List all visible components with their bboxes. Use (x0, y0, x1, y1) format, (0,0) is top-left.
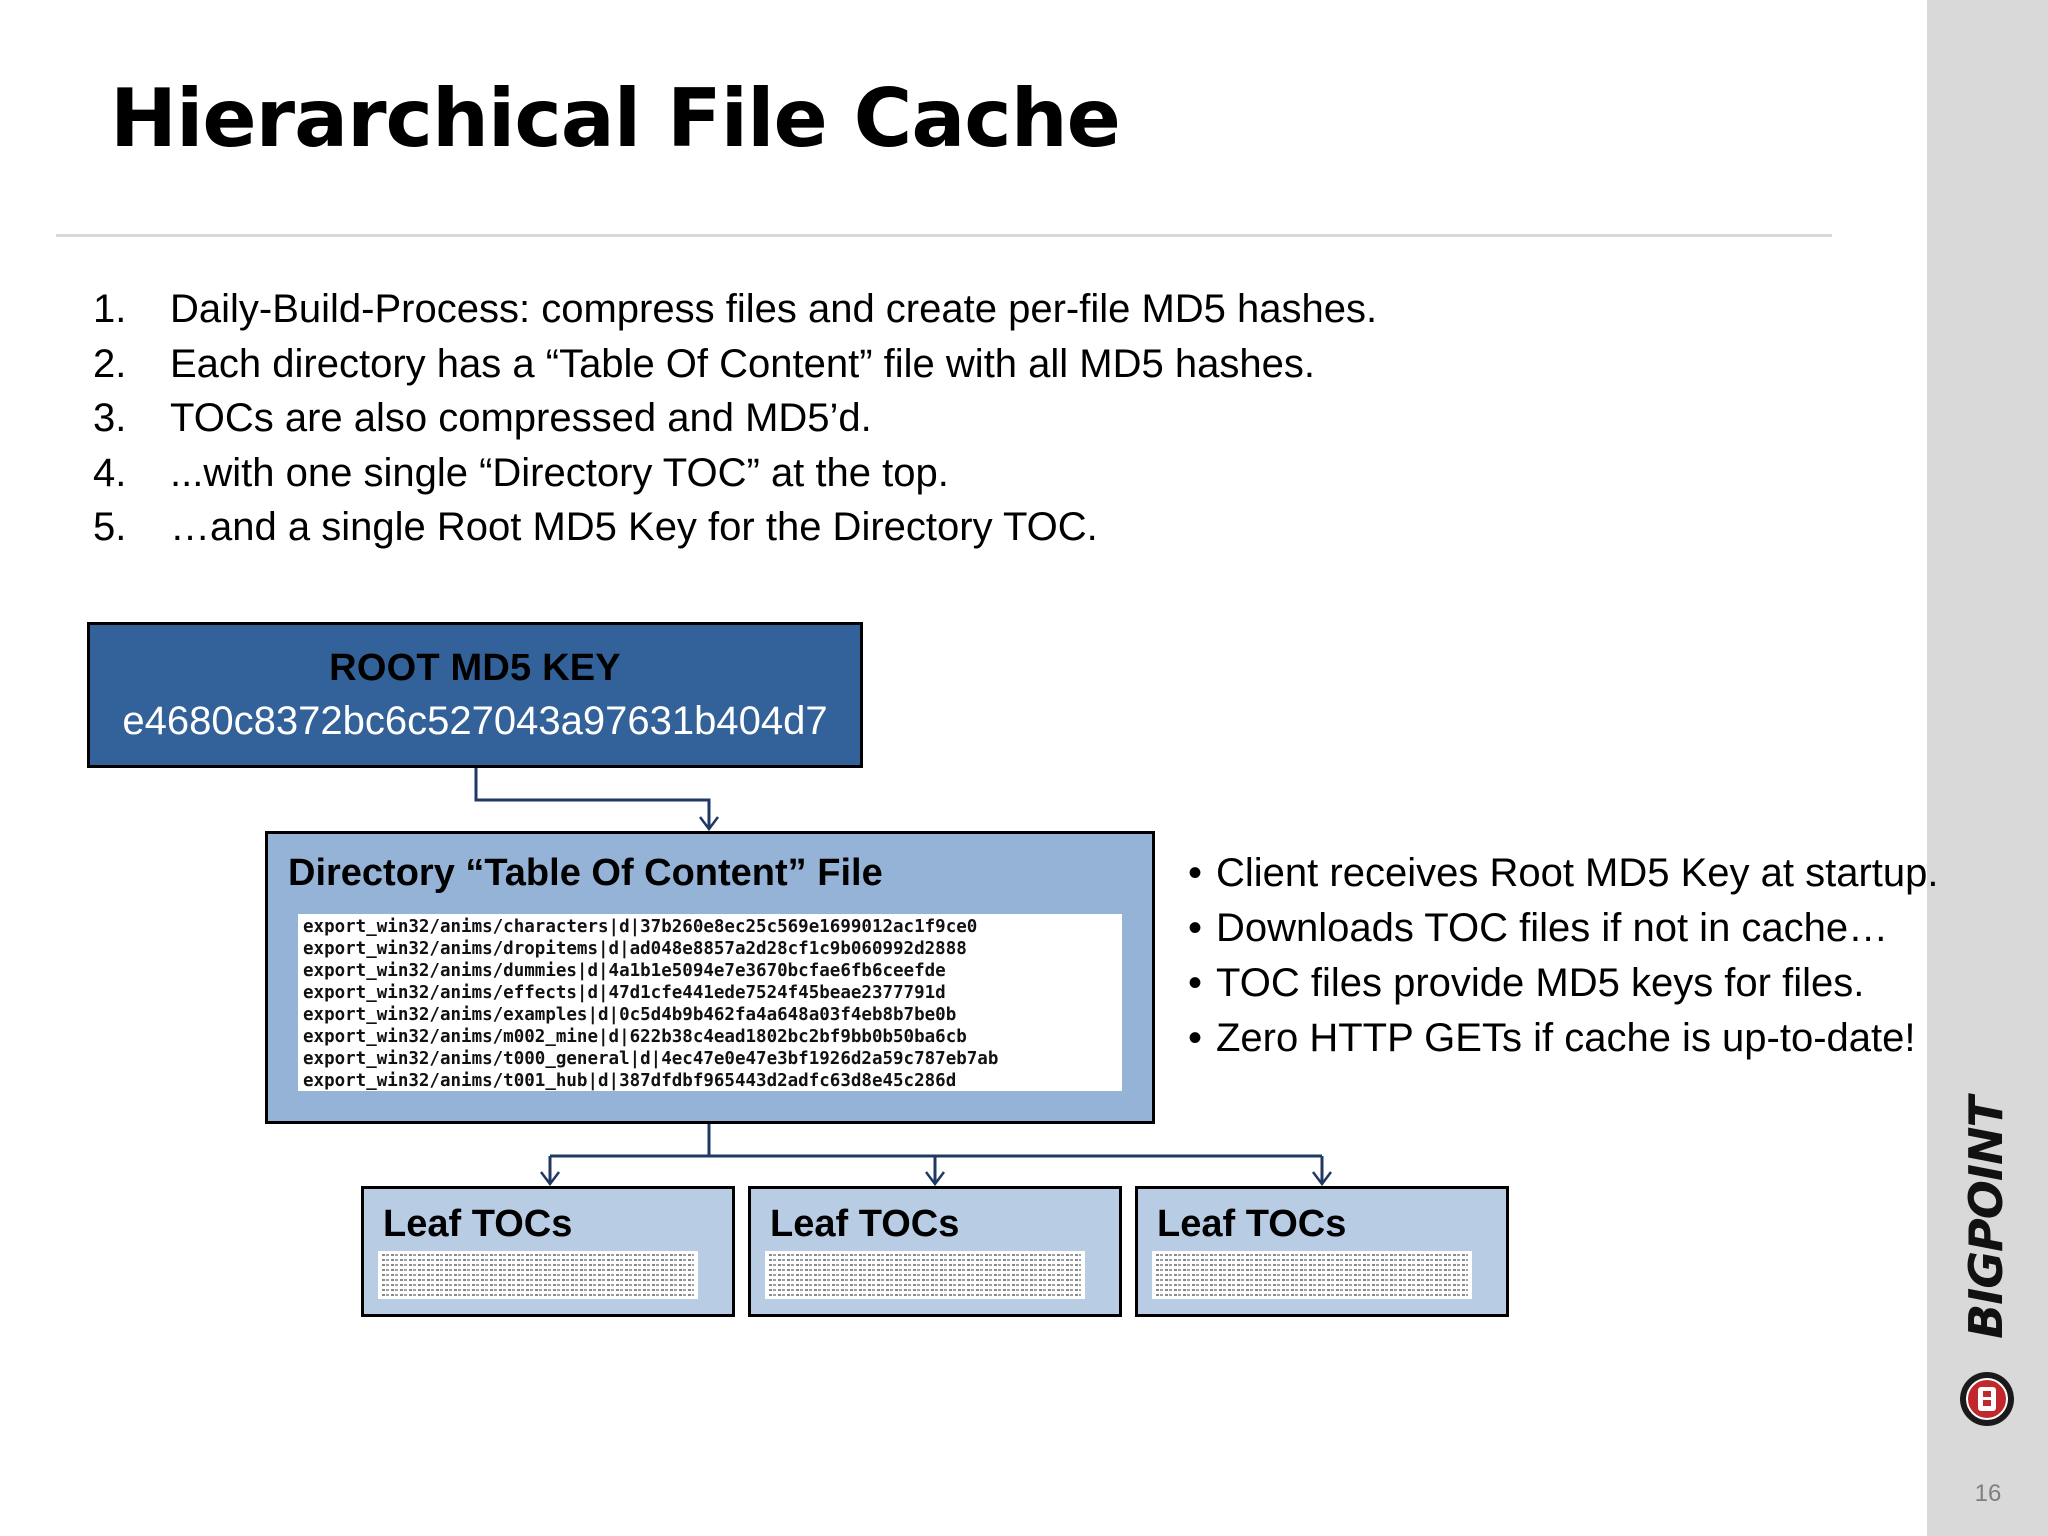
step-text: Each directory has a “Table Of Content” … (170, 341, 1315, 386)
root-to-directory-connector (474, 768, 709, 829)
title-divider (56, 234, 1832, 237)
leaf-toc-thumbnail (765, 1251, 1085, 1299)
note-item: • Zero HTTP GETs if cache is up-to-date! (1188, 1011, 1939, 1066)
leaf-toc-title: Leaf TOCs (770, 1203, 960, 1245)
directory-toc-box: Directory “Table Of Content” File export… (265, 831, 1155, 1124)
step-number: 3. (93, 396, 127, 440)
notes-list: • Client receives Root MD5 Key at startup… (1188, 846, 1939, 1066)
step-number: 5. (93, 505, 127, 549)
step-text: …and a single Root MD5 Key for the Direc… (170, 505, 1098, 549)
step-text: Daily-Build-Process: compress files and … (170, 287, 1378, 331)
note-text: Downloads TOC files if not in cache… (1216, 906, 1889, 950)
step-number: 4. (93, 450, 127, 495)
root-md5-key-value: e4680c8372bc6c527043a97631b404d7 (122, 699, 828, 743)
bigpoint-emblem-icon (1960, 1372, 2014, 1426)
toc-entry: export_win32/anims/t001_hub|d|387dfdbf96… (303, 1071, 957, 1091)
note-text: Zero HTTP GETs if cache is up-to-date! (1216, 1016, 1916, 1060)
note-item: • Client receives Root MD5 Key at startup… (1188, 846, 1939, 901)
toc-entry: export_win32/anims/m002_mine|d|622b38c4e… (303, 1027, 967, 1047)
leaf-toc-thumbnail (1152, 1251, 1472, 1299)
note-text: TOC files provide MD5 keys for files. (1216, 961, 1865, 1005)
toc-entry: export_win32/anims/effects|d|47d1cfe441e… (303, 983, 946, 1003)
step-text: ...with one single “Directory TOC” at th… (170, 450, 949, 495)
leaf-toc-thumbnail (378, 1251, 698, 1299)
leaf-toc-title: Leaf TOCs (383, 1203, 573, 1245)
right-sidebar-band (1927, 0, 2048, 1536)
step-text: TOCs are also compressed and MD5’d. (170, 396, 872, 440)
bullet-icon: • (1188, 851, 1203, 895)
step-item: 4. ...with one single “Directory TOC” at … (90, 446, 1377, 501)
bullet-icon: • (1188, 1016, 1203, 1060)
step-number: 2. (93, 341, 127, 386)
toc-entry: export_win32/anims/t000_general|d|4ec47e… (303, 1049, 999, 1069)
step-number: 1. (93, 287, 127, 331)
leaf-toc-title: Leaf TOCs (1157, 1203, 1347, 1245)
bigpoint-logo: BIGPOINT (1950, 1097, 2022, 1428)
directory-toc-title: Directory “Table Of Content” File (288, 852, 883, 894)
step-item: 2. Each directory has a “Table Of Content… (90, 337, 1377, 392)
note-item: • Downloads TOC files if not in cache… (1188, 901, 1939, 956)
bullet-icon: • (1188, 961, 1203, 1005)
step-item: 1. Daily-Build-Process: compress files an… (90, 282, 1377, 337)
toc-entry: export_win32/anims/examples|d|0c5d4b9b46… (303, 1005, 957, 1025)
page-number: 16 (1974, 1480, 2002, 1507)
leaf-toc-box-1: Leaf TOCs (361, 1186, 735, 1317)
step-item: 3. TOCs are also compressed and MD5’d. (90, 391, 1377, 446)
steps-list: 1. Daily-Build-Process: compress files an… (90, 282, 1377, 555)
directory-toc-listing: export_win32/anims/characters|d|37b260e8… (298, 914, 1122, 1091)
bullet-icon: • (1188, 906, 1203, 950)
leaf-toc-box-2: Leaf TOCs (748, 1186, 1122, 1317)
leaf-toc-box-3: Leaf TOCs (1135, 1186, 1509, 1317)
slide-title: Hierarchical File Cache (110, 72, 1121, 165)
toc-entry: export_win32/anims/dropitems|d|ad048e885… (303, 939, 967, 959)
note-text: Client receives Root MD5 Key at startup. (1216, 851, 1939, 895)
logo-wordmark: BIGPOINT (1959, 1097, 2013, 1339)
step-item: 5. …and a single Root MD5 Key for the Dir… (90, 500, 1377, 555)
root-md5-key-box: ROOT MD5 KEY e4680c8372bc6c527043a97631b… (87, 622, 863, 768)
toc-entry: export_win32/anims/dummies|d|4a1b1e5094e… (303, 961, 946, 981)
root-md5-key-title: ROOT MD5 KEY (329, 647, 621, 689)
toc-entry: export_win32/anims/characters|d|37b260e8… (303, 917, 978, 937)
note-item: • TOC files provide MD5 keys for files. (1188, 956, 1939, 1011)
